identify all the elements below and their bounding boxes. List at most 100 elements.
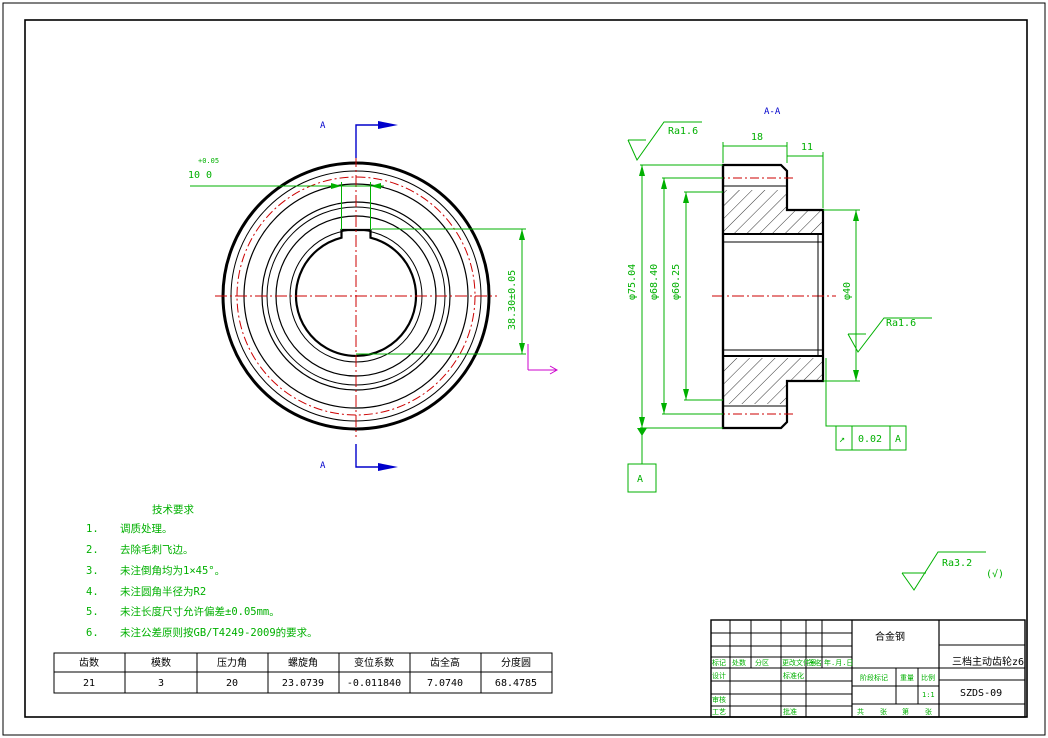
hatch-lower bbox=[723, 358, 823, 404]
tech-num-3: 3. bbox=[86, 565, 99, 577]
dim-od: φ75.04 bbox=[627, 264, 638, 300]
dim-flange-width: 11 bbox=[801, 142, 813, 153]
tb-label: 张 bbox=[880, 707, 887, 716]
keyway-width-text: 10 0 bbox=[188, 170, 212, 181]
od-arrow-top bbox=[639, 165, 645, 176]
depth-arrow-bottom bbox=[519, 343, 525, 354]
tech-num-5: 5. bbox=[86, 606, 99, 618]
front-view: A A +0.05 10 0 38.30±0.05 bbox=[188, 121, 559, 471]
roughness-top-symbol bbox=[627, 121, 702, 162]
tolerance-datum: A bbox=[895, 434, 901, 445]
d2-arrow-top bbox=[683, 192, 689, 203]
param-header: 齿数 bbox=[79, 656, 99, 669]
title-block: 合金钢 三档主动齿轮z6 SZDS-09 1:1 标记 处数 分区 更改文件号 … bbox=[710, 619, 1026, 718]
dim-d1: φ68.40 bbox=[649, 264, 660, 300]
hatch-upper bbox=[723, 190, 823, 234]
drawing-number: SZDS-09 bbox=[960, 688, 1002, 699]
tolerance-symbol: ↗ bbox=[839, 434, 845, 445]
param-value: 20 bbox=[226, 678, 238, 689]
general-roughness-note: (√) bbox=[986, 568, 1004, 580]
depth-arrow-top bbox=[519, 229, 525, 240]
param-table-frame bbox=[53, 652, 553, 694]
tb-label: 阶段标记 bbox=[860, 673, 888, 682]
d2-arrow-bottom bbox=[683, 389, 689, 400]
param-value: 7.0740 bbox=[427, 678, 463, 689]
bore-arrow-bottom bbox=[853, 370, 859, 381]
tb-label: 年.月.日 bbox=[824, 658, 853, 667]
param-header: 分度圆 bbox=[501, 656, 531, 669]
section-arrow-top bbox=[378, 121, 398, 129]
dim-bore: φ40 bbox=[842, 282, 853, 300]
datum-triangle bbox=[637, 428, 647, 436]
tb-label: 比例 bbox=[921, 673, 935, 682]
tb-label: 工艺 bbox=[712, 708, 726, 716]
tech-num-2: 2. bbox=[86, 544, 99, 556]
section-title: A-A bbox=[764, 107, 781, 117]
section-arrow-bottom bbox=[378, 463, 398, 471]
tb-label: 重量 bbox=[900, 674, 914, 682]
tb-label: 批准 bbox=[783, 707, 797, 716]
keyway-dim-arrow-r bbox=[370, 183, 381, 189]
param-value: 68.4785 bbox=[495, 678, 537, 689]
tech-title: 技术要求 bbox=[152, 503, 194, 516]
general-roughness: Ra3.2 (√) bbox=[901, 551, 1004, 591]
roughness-top-text: Ra1.6 bbox=[668, 126, 698, 137]
bore-arrow-top bbox=[853, 210, 859, 221]
keyway-depth-text: 38.30±0.05 bbox=[507, 270, 518, 330]
part-name: 三档主动齿轮z6 bbox=[952, 655, 1024, 668]
param-value: -0.011840 bbox=[347, 678, 401, 689]
tech-num-1: 1. bbox=[86, 523, 99, 535]
param-header: 压力角 bbox=[217, 656, 247, 669]
tolerance-leader bbox=[825, 358, 836, 427]
section-cut-bottom bbox=[355, 444, 378, 468]
param-header: 齿全高 bbox=[430, 656, 460, 669]
tech-num-6: 6. bbox=[86, 627, 99, 639]
section-label-bottom: A bbox=[320, 461, 326, 471]
tech-item-2: 去除毛刺飞边。 bbox=[120, 543, 194, 556]
tech-item-3: 未注倒角均为1×45°。 bbox=[120, 564, 225, 577]
tb-label: 设计 bbox=[712, 671, 726, 680]
param-value: 23.0739 bbox=[282, 678, 324, 689]
d1-arrow-bottom bbox=[661, 403, 667, 414]
tb-label: 更改文件号 bbox=[782, 658, 817, 667]
od-arrow-bottom bbox=[639, 417, 645, 428]
tb-label: 第 bbox=[902, 707, 909, 716]
section-view: A-A 18 11 φ75 bbox=[627, 107, 932, 493]
tech-item-1: 调质处理。 bbox=[120, 523, 173, 535]
tech-num-4: 4. bbox=[86, 586, 99, 598]
d1-arrow-top bbox=[661, 178, 667, 189]
scale-value: 1:1 bbox=[922, 691, 935, 699]
bore-with-keyway bbox=[294, 228, 418, 358]
keyway-tolerance: +0.05 bbox=[198, 157, 219, 165]
sheet-inner-border bbox=[24, 19, 1028, 718]
tech-item-5: 未注长度尺寸允许偏差±0.05mm。 bbox=[120, 605, 280, 618]
tb-label: 张 bbox=[925, 707, 932, 716]
datum-box bbox=[627, 463, 657, 493]
keyway-dim-arrow-l bbox=[331, 183, 342, 189]
general-roughness-text: Ra3.2 bbox=[942, 558, 972, 569]
tech-item-4: 未注圆角半径为R2 bbox=[120, 585, 206, 598]
general-roughness-symbol bbox=[901, 551, 986, 591]
material-text: 合金钢 bbox=[875, 630, 905, 643]
tb-label: 审核 bbox=[712, 695, 726, 704]
tb-label: 标准化 bbox=[783, 671, 804, 680]
tb-label: 处数 bbox=[732, 658, 746, 667]
gear-parameter-table: 齿数 模数 压力角 螺旋角 变位系数 齿全高 分度圆 21 3 20 23.07… bbox=[53, 652, 553, 694]
param-value: 3 bbox=[158, 678, 164, 689]
tb-label: 共 bbox=[857, 707, 864, 716]
datum-letter: A bbox=[637, 474, 643, 485]
tolerance-value: 0.02 bbox=[858, 434, 882, 445]
dim-d2: φ60.25 bbox=[671, 264, 682, 300]
param-value: 21 bbox=[83, 678, 95, 689]
param-header: 变位系数 bbox=[354, 656, 394, 669]
tb-label: 签名 bbox=[808, 658, 822, 667]
tb-label: 标记 bbox=[712, 658, 726, 667]
roughness-right-text: Ra1.6 bbox=[886, 318, 916, 329]
section-cut-top bbox=[355, 124, 378, 158]
param-header: 模数 bbox=[151, 656, 171, 669]
roughness-right-symbol bbox=[847, 317, 932, 353]
ucs-x-arrow bbox=[549, 365, 559, 375]
param-header: 螺旋角 bbox=[288, 656, 318, 669]
